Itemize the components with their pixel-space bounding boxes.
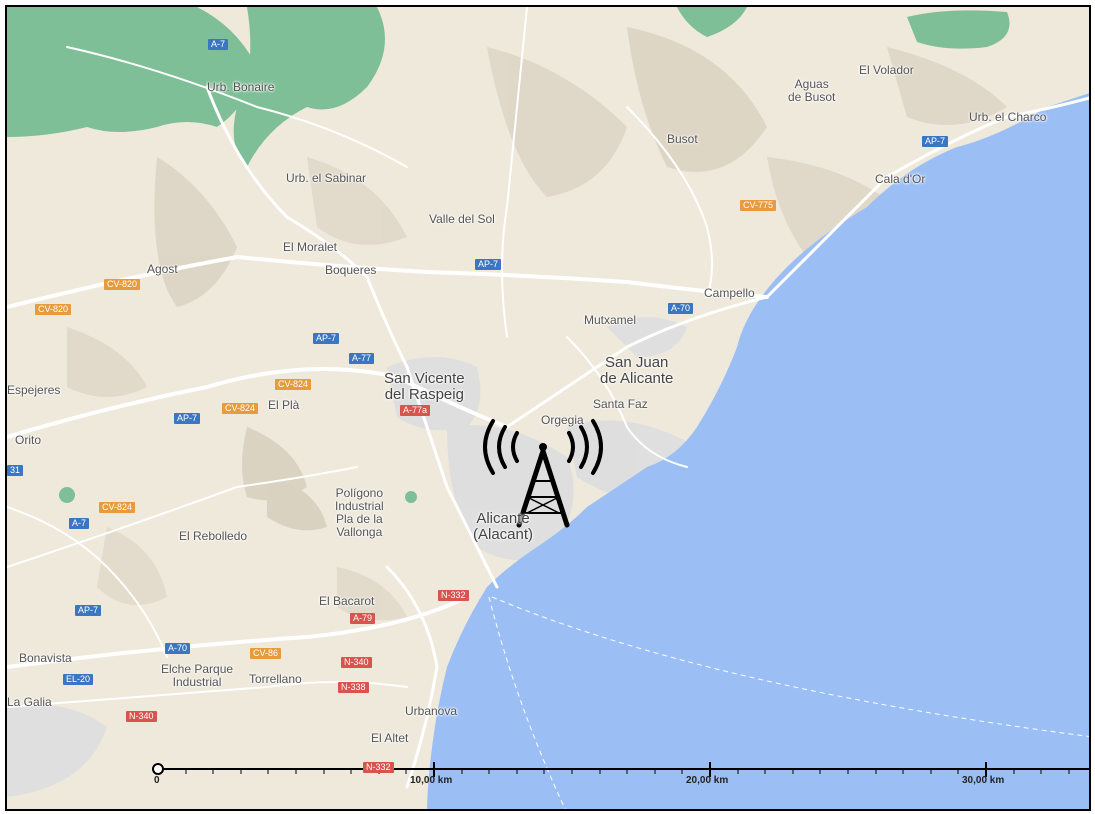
place-label-boqueres: Boqueres	[325, 263, 377, 277]
map-frame[interactable]: Urb. Bonaire Urb. el Sabinar Valle del S…	[5, 5, 1091, 811]
sea-area	[427, 93, 1089, 809]
road-shield-n332: N-332	[438, 590, 469, 601]
place-label-urb-el-sabinar: Urb. el Sabinar	[286, 171, 367, 185]
place-label-san-juan: San Juan de Alicante	[600, 354, 674, 387]
road-shield-ap7: AP-7	[174, 413, 201, 424]
place-label-la-galia: La Galia	[7, 695, 52, 709]
place-label-campello: Campello	[704, 286, 755, 300]
road-shield-el20: EL-20	[63, 674, 94, 685]
road-shield-cv820: CV-820	[104, 279, 141, 290]
place-label-urb-el-charco: Urb. el Charco	[969, 110, 1047, 124]
place-label-aguas-de-busot: Aguas de Busot	[788, 77, 836, 104]
scale-bar	[152, 762, 1089, 777]
place-label-el-pla: El Plà	[268, 398, 300, 412]
place-label-torrellano: Torrellano	[249, 672, 302, 686]
place-label-bonavista: Bonavista	[19, 651, 72, 665]
road-shield-cv86: CV-86	[250, 648, 282, 659]
place-label-orito: Orito	[15, 433, 42, 447]
road-shield-n340: N-340	[126, 711, 157, 722]
road-network	[7, 7, 1089, 789]
road-shield-a77a: A-77a	[400, 405, 431, 416]
forest-areas	[7, 7, 1010, 503]
road-shield-cv775: CV-775	[740, 200, 777, 211]
road-shield-cv824: CV-824	[222, 403, 259, 414]
place-label-urb-bonaire: Urb. Bonaire	[207, 80, 275, 94]
road-shield-cv820: CV-820	[35, 304, 72, 315]
place-label-busot: Busot	[667, 132, 698, 146]
road-shield-a7: A-7	[208, 39, 229, 50]
scale-label-zero: 0	[154, 775, 160, 786]
road-shield-a7: A-7	[69, 518, 90, 529]
place-label-el-altet: El Altet	[371, 731, 409, 745]
ferry-routes	[488, 596, 1089, 809]
road-shield-a77: A-77	[349, 353, 375, 364]
terrain-relief	[67, 27, 1007, 621]
road-shield-a79: A-79	[350, 613, 376, 624]
place-label-el-moralet: El Moralet	[283, 240, 338, 254]
radio-tower-icon[interactable]	[483, 419, 603, 528]
place-label-alicante: Alicante (Alacant)	[473, 510, 534, 543]
road-shield-n338: N-338	[338, 682, 369, 693]
place-label-santa-faz: Santa Faz	[593, 397, 648, 411]
place-label-valle-del-sol: Valle del Sol	[429, 212, 495, 226]
place-label-orgegia: Orgegia	[541, 413, 584, 427]
place-label-agost: Agost	[147, 262, 178, 276]
map-canvas[interactable]	[7, 7, 1091, 811]
road-shield-ap7: AP-7	[475, 259, 502, 270]
scale-label-10km: 10,00 km	[410, 775, 453, 786]
road-shield-a70: A-70	[165, 643, 191, 654]
road-shield-ap7: AP-7	[313, 333, 340, 344]
road-shield-ap7: AP-7	[922, 136, 949, 147]
road-shield-cv824: CV-824	[275, 379, 312, 390]
place-label-espejeres: Espejeres	[7, 383, 61, 397]
road-shield-cv824: CV-824	[99, 502, 136, 513]
road-shield-n332: N-332	[363, 762, 394, 773]
place-label-san-vicente: San Vicente del Raspeig	[384, 370, 465, 403]
scale-label-20km: 20,00 km	[686, 775, 729, 786]
place-label-poligono: Polígono Industrial Pla de la Vallonga	[335, 486, 384, 539]
road-shield-31: 31	[7, 465, 24, 476]
place-label-el-bacarot: El Bacarot	[319, 594, 375, 608]
place-label-el-rebolledo: El Rebolledo	[179, 529, 248, 543]
road-shield-a70: A-70	[668, 303, 694, 314]
road-shield-ap7: AP-7	[75, 605, 102, 616]
road-shield-n340: N-340	[341, 657, 372, 668]
scale-label-30km: 30,00 km	[962, 775, 1005, 786]
place-label-el-volador: El Volador	[859, 63, 914, 77]
place-label-cala-d-or: Cala d'Or	[875, 172, 926, 186]
place-label-elche-parque: Elche Parque Industrial	[161, 662, 234, 689]
place-label-mutxamel: Mutxamel	[584, 313, 637, 327]
place-label-urbanova: Urbanova	[405, 704, 458, 718]
